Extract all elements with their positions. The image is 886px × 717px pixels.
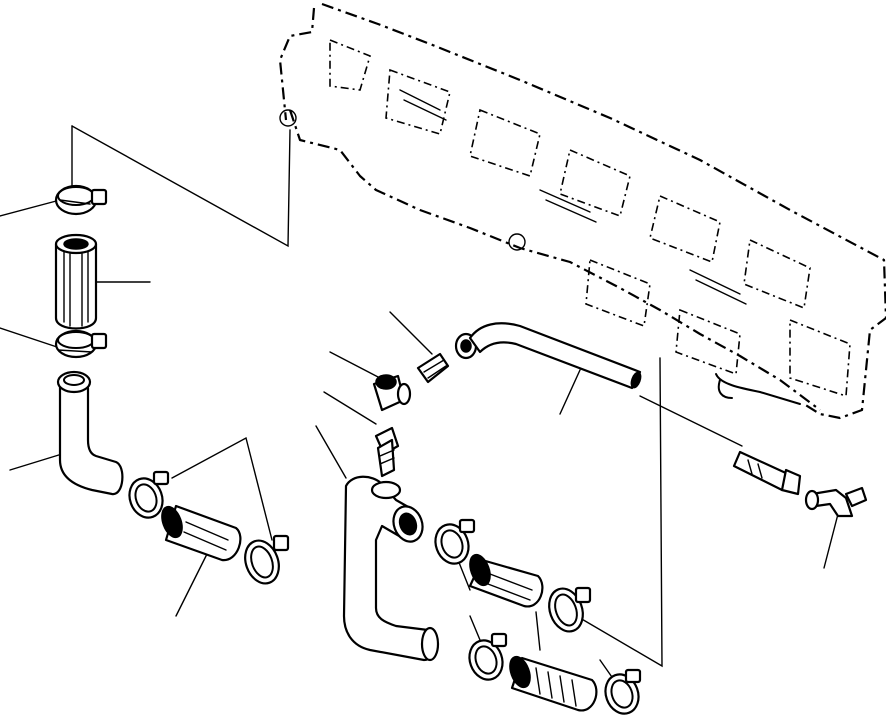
lower-hose-clamp-b	[604, 668, 642, 715]
left-elbow-tube	[56, 370, 124, 496]
lower-hose-clamp-a	[468, 632, 508, 681]
adapter-fitting	[416, 332, 478, 384]
center-hose-clamp-a	[434, 518, 476, 565]
nipple-fitting	[374, 426, 400, 478]
center-hose-clamp-b	[548, 586, 592, 633]
upper-hose-clamp-bottom	[54, 329, 108, 359]
banjo-fitting	[372, 374, 412, 412]
center-hose	[468, 553, 544, 608]
left-connector-hose	[161, 504, 242, 562]
bent-pipe	[468, 322, 642, 390]
left-hose-clamp-b	[244, 534, 290, 585]
bolt	[732, 450, 802, 496]
exhaust-manifold	[278, 2, 886, 420]
left-hose-clamp-a	[128, 470, 170, 519]
upper-hose	[54, 233, 98, 330]
upper-hose-clamp-top	[54, 184, 108, 216]
water-pipe-assembly	[342, 475, 440, 662]
lower-hose	[509, 655, 598, 712]
leader-lines	[0, 125, 839, 681]
elbow-fitting	[804, 486, 868, 518]
